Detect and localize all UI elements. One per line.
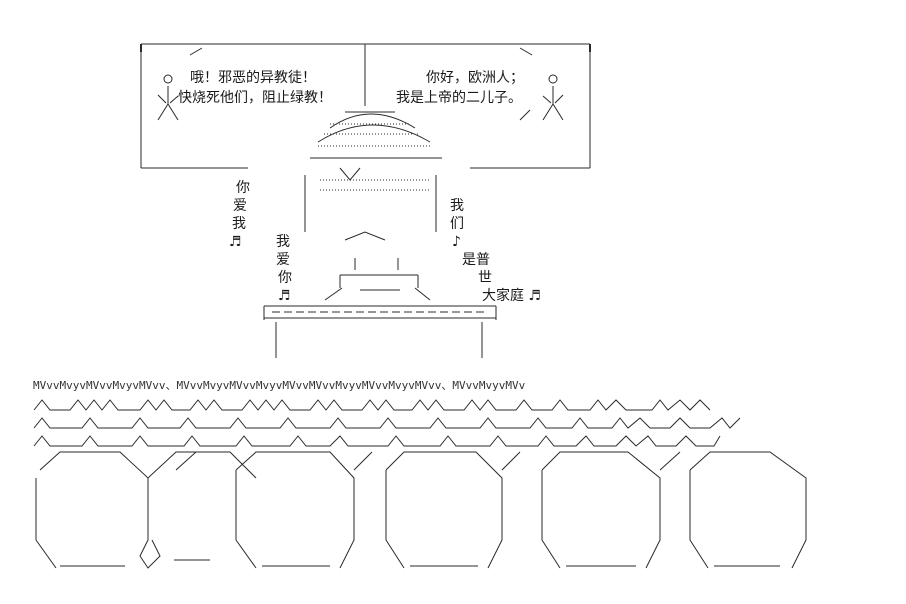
crowd-hair-rows [33, 399, 741, 447]
right-bubble-line-1: 你好，欧洲人； [426, 70, 524, 86]
crowd-heads [35, 451, 807, 569]
left-chant-2-char-1: 我 [276, 234, 290, 250]
left-chant-1-char-2: 爱 [233, 198, 247, 214]
left-chant-2-char-3: 你 [278, 270, 292, 286]
left-chant-2-char-4: ♬ [278, 288, 291, 304]
right-stick-figure [519, 47, 564, 121]
left-bubble-line-1: 哦！邪恶的异教徒！ [190, 70, 316, 86]
right-chant-2-line-1: 是普 [462, 252, 490, 268]
left-bubble-line-2: 快烧死他们，阻止绿教！ [178, 90, 332, 106]
central-figure [304, 111, 442, 301]
right-chant-2-line-3: 大家庭 ♬ [482, 288, 542, 304]
left-chant-2-char-2: 爱 [276, 252, 290, 268]
right-chant-1-char-1: 我 [450, 198, 464, 214]
right-chant-1-char-3: ♪ [452, 234, 461, 250]
left-chant-1-char-4: ♬ [229, 234, 242, 250]
left-chant-1-char-3: 我 [232, 216, 246, 232]
crowd-text-row: MVvvMvyvMVvvMvyvMVvv、MVvvMvyvMVvvMvyvMVv… [33, 379, 526, 392]
left-stick-figure [157, 47, 203, 121]
right-chant-1-char-2: 们 [450, 216, 464, 232]
right-bubble-line-2: 我是上帝的二儿子。 [396, 90, 522, 106]
left-chant-1-char-1: 你 [236, 180, 250, 196]
speech-box-frame [140, 43, 591, 169]
right-chant-2-line-2: 世 [478, 270, 492, 286]
podium [263, 305, 497, 358]
